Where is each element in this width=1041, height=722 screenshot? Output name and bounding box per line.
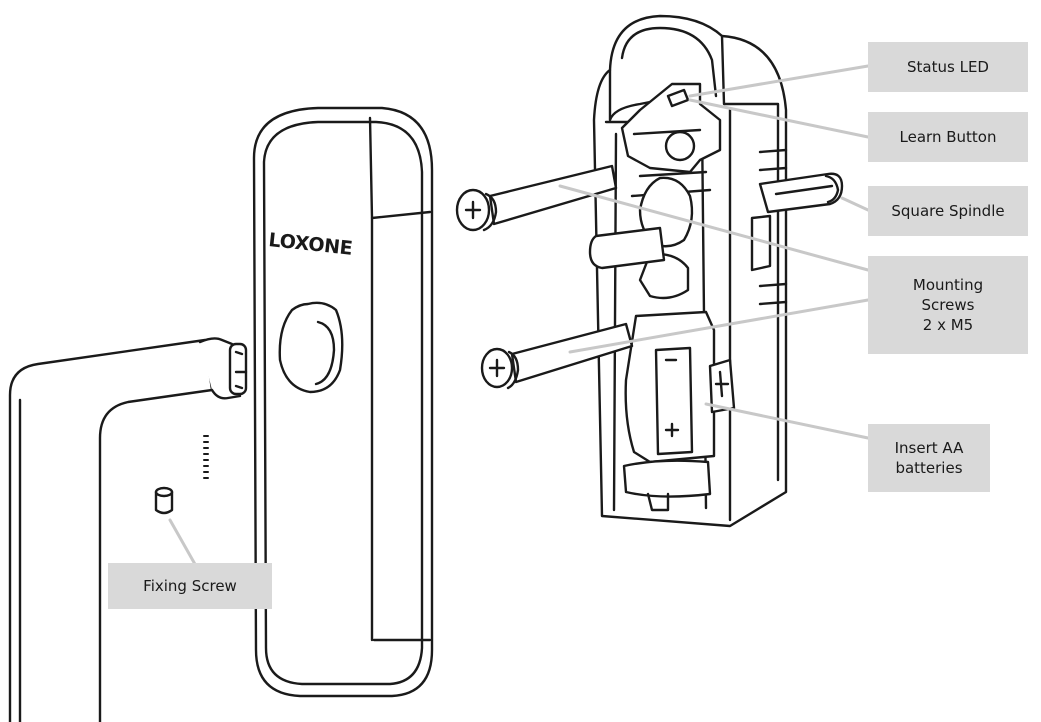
fixing-screw <box>154 486 174 515</box>
leader-mounting-screw-top <box>558 184 870 272</box>
leader-square-spindle <box>840 196 870 212</box>
leader-lines <box>168 64 870 568</box>
learn-button-label: Learn Button <box>868 112 1028 162</box>
leader-status-led <box>688 64 870 98</box>
back-housing <box>588 14 788 528</box>
insert-batteries-label: Insert AA batteries <box>868 424 990 492</box>
mounting-screw-top <box>455 164 618 232</box>
alignment-dots <box>203 435 209 479</box>
leader-mounting-screw-bottom <box>568 298 870 354</box>
leader-learn-button <box>688 98 870 139</box>
status-led-label: Status LED <box>868 42 1028 92</box>
leader-insert-batteries <box>704 402 870 440</box>
square-spindle-label: Square Spindle <box>868 186 1028 236</box>
door-handle <box>8 337 248 722</box>
mounting-screws-label: Mounting Screws 2 x M5 <box>868 256 1028 354</box>
square-spindle <box>758 172 844 214</box>
fixing-screw-label: Fixing Screw <box>108 563 272 609</box>
front-cover: LOXONE <box>252 106 434 698</box>
leader-fixing-screw <box>168 518 198 568</box>
